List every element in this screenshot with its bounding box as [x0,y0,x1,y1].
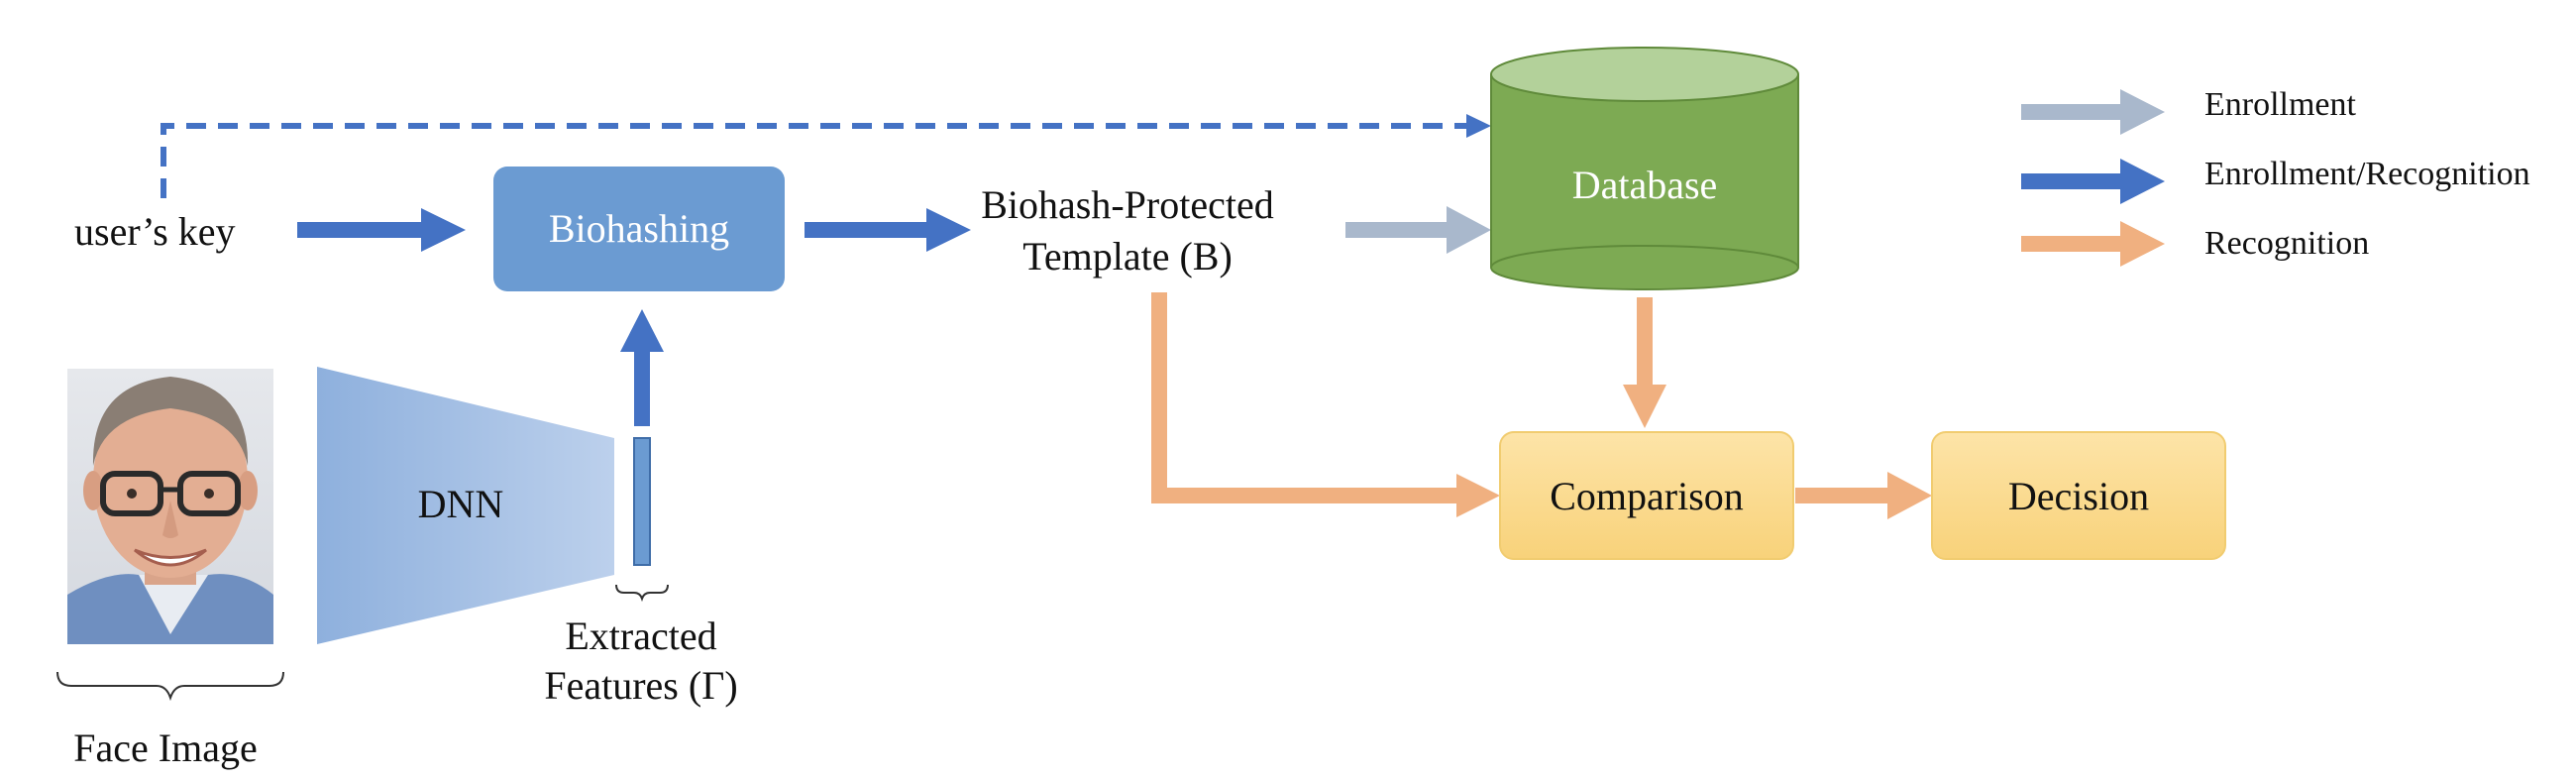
dnn-label: DNN [418,482,504,526]
face-photo-icon [67,369,273,644]
arrow-features-to-biohashing [620,309,664,426]
dnn-block: DNN [317,367,614,644]
legend-label-enrollment-recognition: Enrollment/Recognition [2204,156,2530,192]
arrow-template-to-database [1345,206,1491,254]
arrow-key-to-biohashing [297,208,466,252]
template-label-line1: Biohash-Protected [981,182,1274,227]
biohashing-label: Biohashing [549,206,729,251]
comparison-label: Comparison [1550,474,1744,518]
decision-box: Decision [1931,431,2226,560]
feature-vector-bar [633,437,651,566]
features-brace [615,584,669,603]
users-key-label: user’s key [74,209,236,254]
decision-label: Decision [2008,474,2149,518]
database-cylinder: Database [1490,47,1799,290]
legend-item-enrollment: Enrollment [2021,86,2357,135]
arrow-comparison-to-decision [1795,472,1932,519]
database-label: Database [1572,163,1718,207]
features-label-line2: Features (Γ) [544,663,737,708]
features-label-line1: Extracted [565,614,716,658]
arrow-template-to-comparison [1151,292,1500,517]
legend-item-recognition: Recognition [2021,221,2369,267]
legend-label-recognition: Recognition [2204,225,2369,262]
face-image-brace [56,671,284,702]
comparison-box: Comparison [1499,431,1794,560]
legend-item-enrollment-recognition: Enrollment/Recognition [2021,156,2530,204]
dashed-key-arrow [161,114,1491,198]
arrow-biohashing-to-template [805,208,971,252]
template-label-line2: Template (B) [1022,234,1233,279]
legend: Enrollment Enrollment/Recognition Recogn… [2021,86,2530,267]
face-image-label: Face Image [73,725,257,770]
arrow-database-to-comparison [1623,297,1666,428]
legend-label-enrollment: Enrollment [2204,86,2357,123]
biohashing-box: Biohashing [493,167,785,291]
